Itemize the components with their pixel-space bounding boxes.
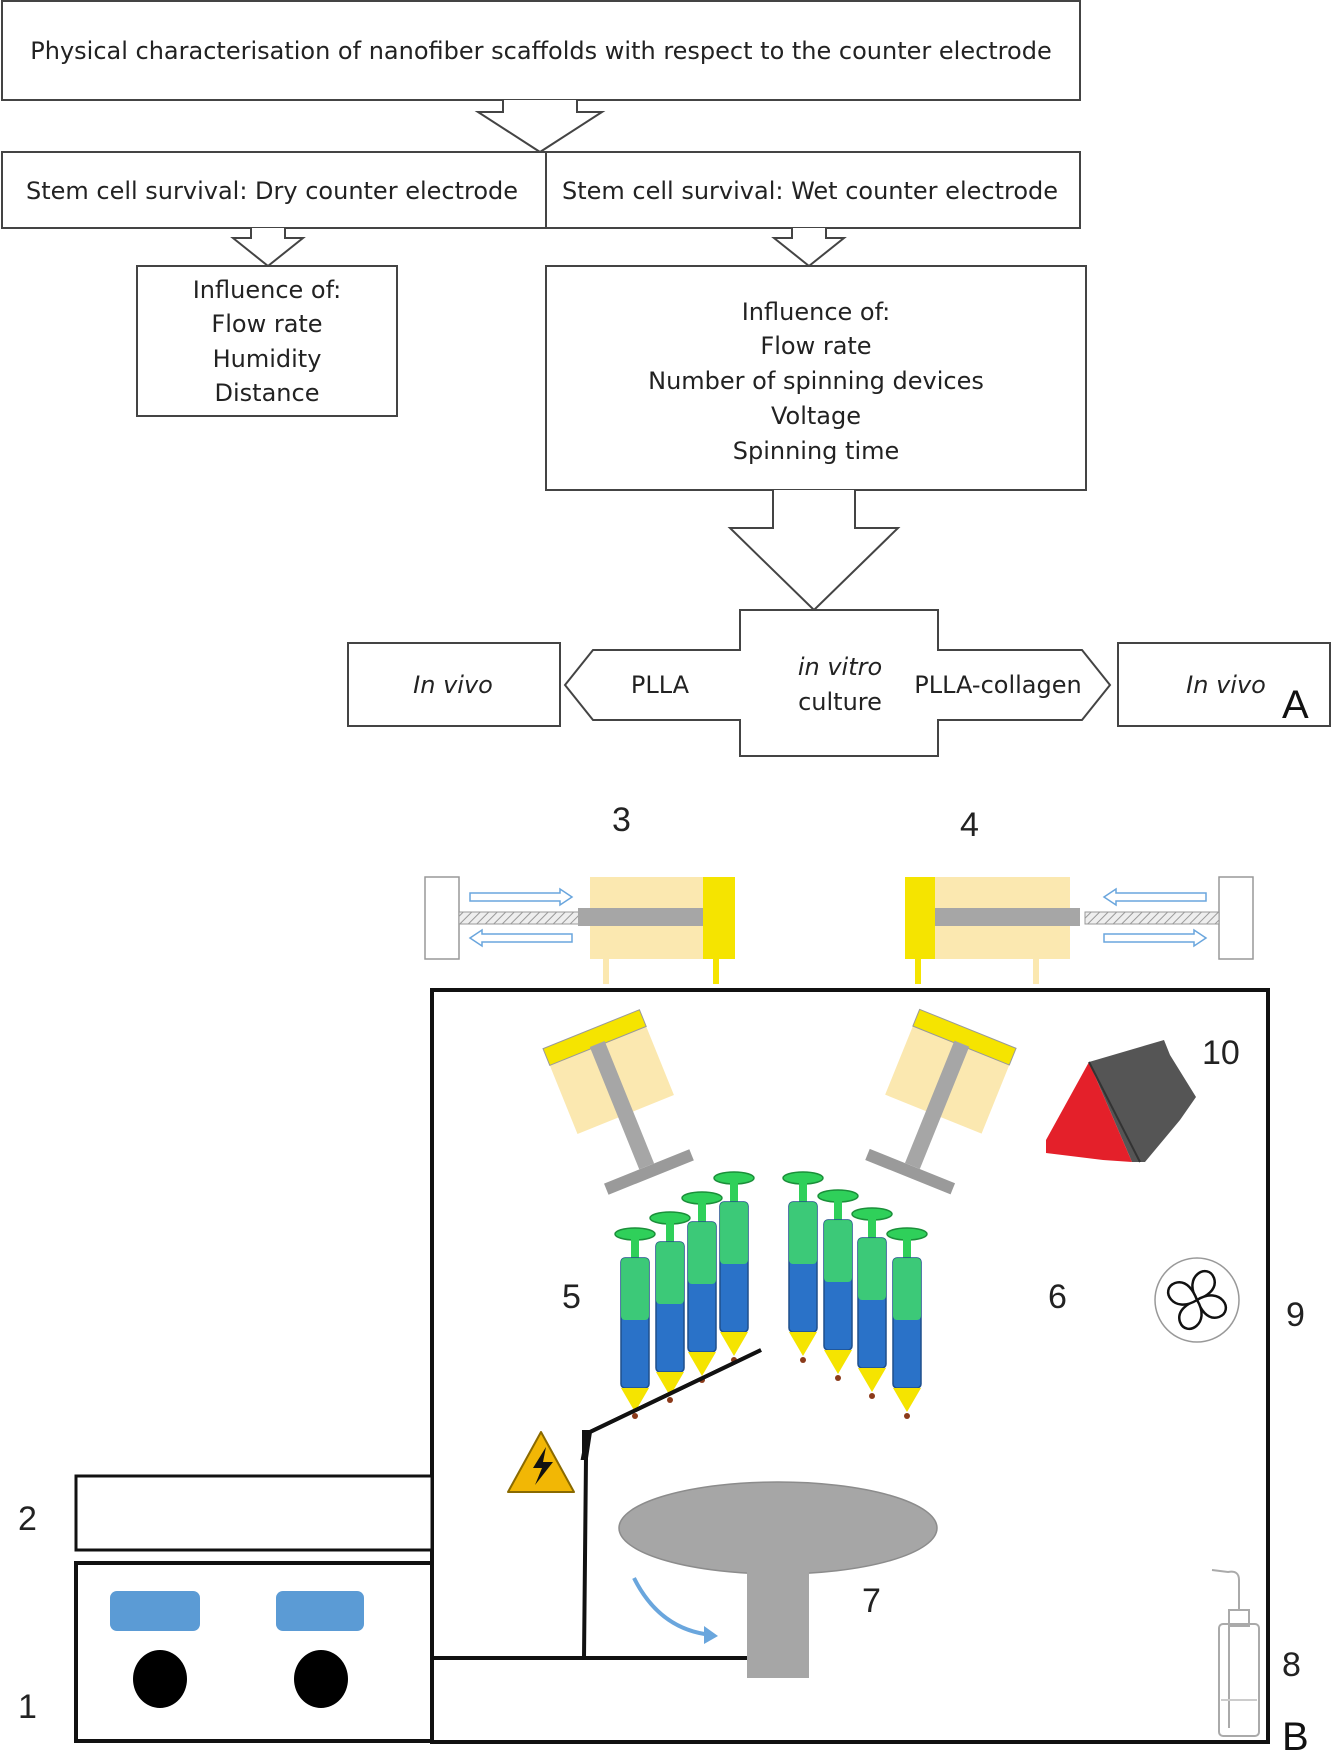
syringe [886,1227,928,1419]
culture-cross-shape [563,609,1112,757]
syringe [681,1191,723,1383]
control-knob [294,1650,348,1708]
left-outcome-text: In vivo [413,671,493,699]
spinneret-group-right [782,1171,928,1419]
syringe [782,1171,824,1363]
syringe [649,1211,691,1403]
culture-text-line1: in vitro [798,653,882,681]
culture-text-line2: culture [798,688,882,716]
label-2: 2 [18,1500,37,1538]
syringe [713,1171,755,1363]
control-knob-panel [110,1591,200,1631]
syringe [851,1207,893,1399]
top-box [1,0,1081,101]
wet-influence-item: Voltage [771,402,861,430]
panel-letter-b: B [1282,1715,1309,1753]
label-6: 6 [1048,1278,1067,1316]
label-10: 10 [1202,1034,1240,1072]
wet-box [545,151,1081,229]
wet-influence-item: Number of spinning devices [648,367,984,395]
control-knob [133,1650,187,1708]
left-outcome-box [347,642,561,727]
wet-influence-item: Flow rate [760,332,871,360]
dry-influence-item: Distance [215,379,320,407]
left-material-text: PLLA [631,671,690,699]
label-1: 1 [18,1688,37,1726]
syringe-pump-right [905,876,1254,984]
panel-letter-a: A [1282,683,1309,727]
wet-box-text: Stem cell survival: Wet counter electrod… [562,177,1058,205]
label-9: 9 [1286,1296,1305,1334]
syringe-pump-left [424,876,735,984]
syringe [817,1189,859,1381]
electrospinning-chamber [430,988,1270,1744]
power-supply-box-1 [74,1561,434,1743]
hygrometer-icon [1046,1040,1196,1163]
right-outcome-box [1117,642,1331,727]
dry-influence-title: Influence of: [193,276,342,304]
inner-pump-right [865,1008,1017,1195]
right-material-text: PLLA-collagen [914,671,1081,699]
inner-pump-left [542,1009,694,1195]
arrow-top-down [474,100,606,154]
fan-icon [1154,1257,1240,1343]
rotating-collector [618,1481,938,1678]
label-3: 3 [612,801,631,839]
wet-influence-item: Spinning time [733,437,900,465]
dry-influence-item: Humidity [213,345,322,373]
wet-influence-title: Influence of: [742,298,891,326]
label-8: 8 [1282,1646,1301,1684]
arrow-wet-to-culture [727,490,901,612]
dry-influence-item: Flow rate [211,310,322,338]
dry-box-text: Stem cell survival: Dry counter electrod… [26,177,518,205]
high-voltage-warning-icon [507,1431,575,1493]
syringe [614,1227,656,1419]
dry-influence-box [136,265,398,417]
flowchart [1,0,1331,757]
arrow-wet-down [771,228,847,268]
dry-box [1,151,547,229]
spinneret-group-left [614,1171,755,1419]
wash-bottle-icon [1211,1569,1260,1737]
label-7: 7 [862,1582,881,1620]
arrow-dry-down [230,228,306,268]
top-box-text: Physical characterisation of nanofiber s… [30,37,1051,65]
controller-box-2 [74,1474,434,1552]
label-4: 4 [960,806,979,844]
control-knob-panel [276,1591,364,1631]
right-outcome-text: In vivo [1186,671,1266,699]
high-voltage-lead [582,1348,762,1659]
label-5: 5 [562,1278,581,1316]
